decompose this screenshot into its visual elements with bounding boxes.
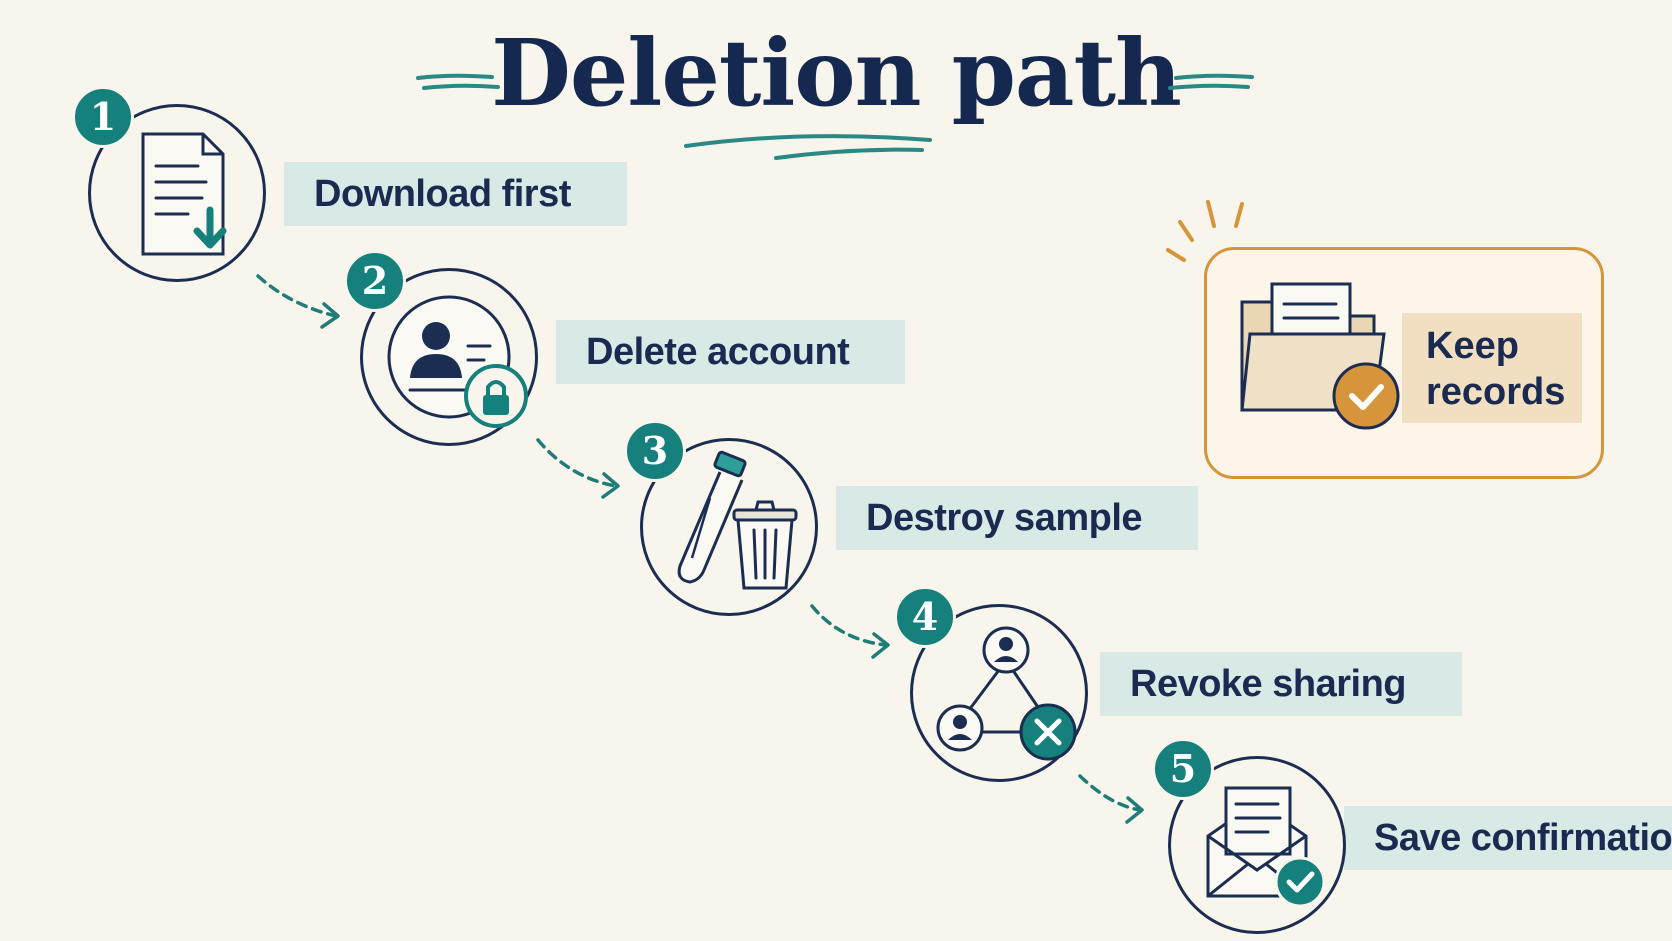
step-5-label: Save confirmation [1344,806,1672,870]
sample-trash-icon [677,450,798,590]
step-number-badge: 5 [1152,738,1214,800]
step-number-badge: 2 [344,250,406,312]
step-2: 2 [344,250,540,448]
step-3-label: Destroy sample [836,486,1199,550]
keep-records-line1: Keep [1426,325,1519,367]
sharing-revoke-icon [936,626,1077,761]
envelope-check-icon [1206,786,1326,908]
document-download-icon [141,132,227,256]
page-title: Deletion path [491,19,1182,127]
step-number-badge: 1 [72,86,134,148]
folder-check-icon [1240,282,1400,430]
keep-records-line2: records [1426,371,1566,413]
step-1: 1 [72,86,268,284]
step-2-label: Delete account [556,320,906,384]
step-3: 3 [624,420,820,618]
title-decoration [416,73,1254,160]
step-5: 5 [1152,738,1348,936]
step-4: 4 [894,586,1090,784]
keep-records-label: Keep records [1402,313,1582,423]
account-lock-icon [387,295,528,428]
step-1-label: Download first [284,162,627,226]
step-number-badge: 3 [624,420,686,482]
step-number-badge: 4 [894,586,956,648]
highlight-rays [1166,200,1244,262]
step-4-label: Revoke sharing [1100,652,1462,716]
